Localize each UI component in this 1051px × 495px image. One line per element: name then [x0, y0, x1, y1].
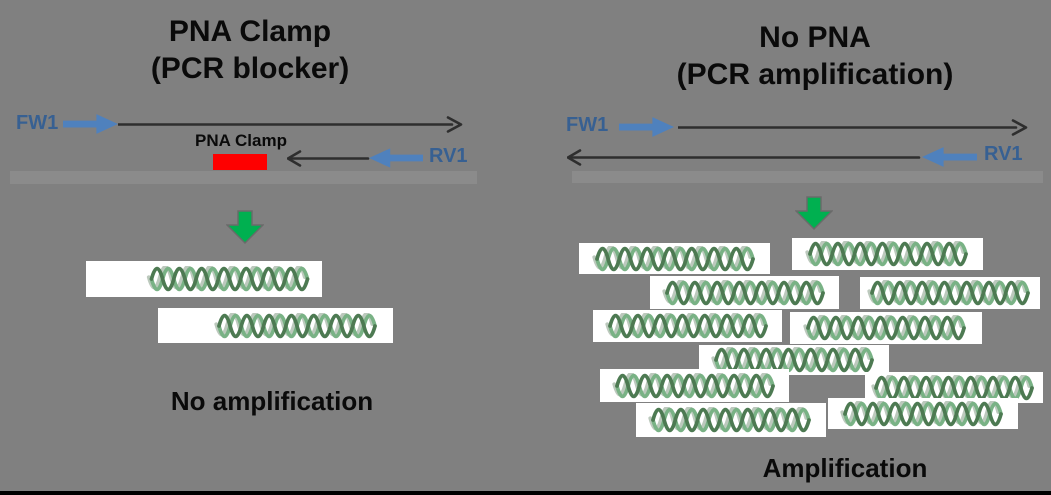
left-title-line1: PNA Clamp — [168, 15, 332, 48]
right-rv1-label: RV1 — [984, 143, 1023, 165]
right-forward-strand-arrow-icon — [678, 119, 1028, 136]
dna-helix-icon — [803, 241, 973, 267]
right-fw1-label: FW1 — [566, 114, 609, 136]
dna-helix-icon — [838, 401, 1008, 427]
right-down-arrow-icon — [795, 196, 833, 230]
left-fw1-arrow-icon — [63, 113, 118, 135]
left-reverse-strand-arrow-icon — [287, 150, 370, 167]
dna-product-box — [86, 261, 322, 297]
left-rv1-label: RV1 — [429, 145, 468, 167]
left-panel-title: PNA Clamp (PCR blocker) — [60, 13, 440, 87]
dna-helix-icon — [603, 313, 773, 339]
right-template-band — [572, 171, 1043, 183]
left-title-line2: (PCR blocker) — [150, 52, 350, 85]
bottom-edge-bar — [0, 491, 1051, 495]
left-down-arrow-icon — [226, 210, 264, 244]
dna-product-box — [600, 369, 789, 402]
right-fw1-arrow-icon — [619, 116, 674, 138]
left-rv1-arrow-icon — [369, 147, 423, 169]
right-panel-title: No PNA (PCR amplification) — [625, 19, 1005, 93]
left-template-band — [10, 171, 477, 184]
dna-helix-icon — [211, 313, 383, 339]
dna-product-box — [158, 308, 393, 343]
dna-helix-icon — [143, 266, 316, 292]
left-pna-clamp-label: PNA Clamp — [195, 131, 287, 150]
pna-clamp-block — [213, 154, 267, 170]
dna-product-box — [860, 277, 1040, 309]
dna-helix-icon — [866, 280, 1034, 306]
dna-helix-icon — [801, 315, 971, 341]
dna-product-box — [636, 403, 826, 437]
dna-helix-icon — [590, 246, 760, 272]
dna-helix-icon — [660, 280, 830, 306]
dna-product-box — [865, 372, 1043, 403]
left-result-label: No amplification — [170, 386, 374, 416]
dna-product-box — [828, 398, 1018, 429]
right-title-line2: (PCR amplification) — [676, 58, 954, 91]
left-fw1-label: FW1 — [16, 112, 59, 134]
right-reverse-strand-arrow-icon — [567, 149, 921, 166]
dna-product-box — [792, 238, 983, 270]
dna-product-box — [790, 312, 982, 344]
right-result-label: Amplification — [762, 453, 928, 483]
dna-helix-icon — [610, 373, 780, 399]
right-title-line1: No PNA — [759, 21, 871, 54]
dna-helix-icon — [646, 407, 816, 433]
right-rv1-arrow-icon — [922, 146, 977, 168]
dna-product-box — [650, 276, 839, 309]
dna-helix-icon — [871, 375, 1037, 401]
left-forward-strand-arrow-icon — [118, 116, 463, 133]
dna-product-box — [579, 243, 770, 274]
dna-product-box — [593, 310, 782, 342]
